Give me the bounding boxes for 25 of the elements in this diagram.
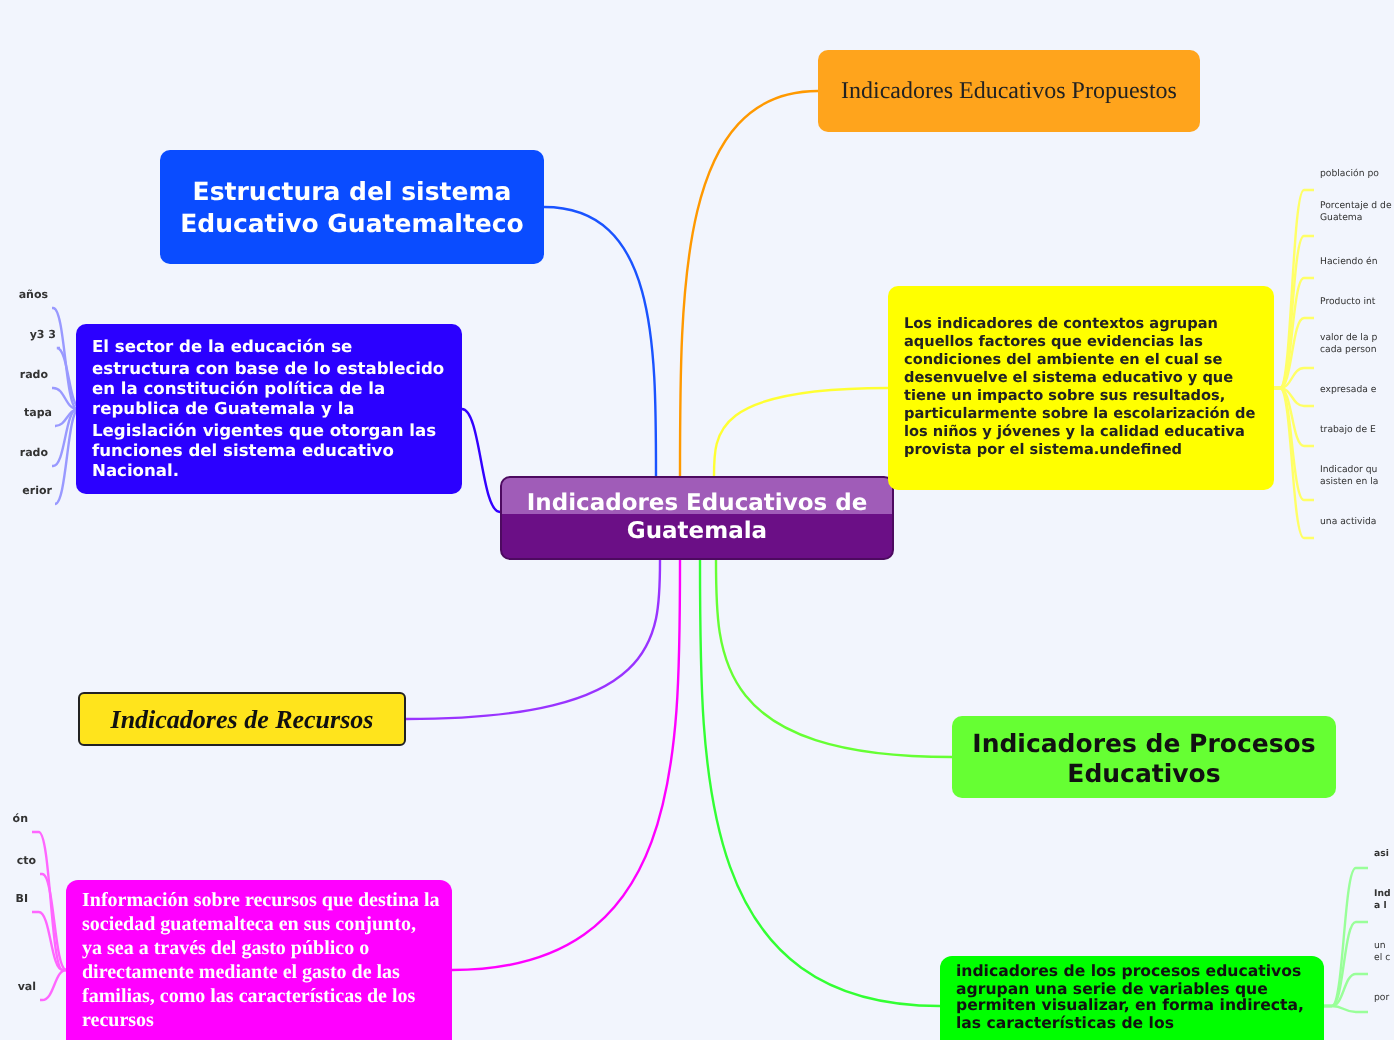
central-topic-box: Indicadores Educativos de Guatemala [500,476,894,560]
branch-connector [51,407,79,468]
branch-connector [678,89,819,476]
branch-connector [712,386,889,476]
branch-connector [39,872,68,972]
branch-connector [53,407,81,506]
topic-box: Indicadores Educativos Propuestos [818,50,1200,132]
topic-box: Indicadores de Procesos Educativos [952,716,1336,798]
branch-connector [405,560,662,721]
branch-connector [51,386,79,411]
branch-connector [451,560,682,972]
branch-connector [543,205,658,476]
topic-box: Indicadores de Recursos [78,692,406,746]
branch-connector [32,910,66,972]
branch-connector [51,306,79,411]
branch-connector [32,830,66,972]
branch-connector [714,560,953,759]
branch-connector [461,407,501,514]
branch-connector [698,560,941,1008]
topic-box: Información sobre recursos que destina la sociedad guatemalteca en sus conjunto, ya sea a través del gasto público o directamente mediante el gasto de las familias, como las características de los recursos [66,880,452,1040]
branch-connector [1274,386,1314,540]
topic-box: El sector de la educación se estructura con base de lo establecido en la constitución política de la republica de Guatemala y la Legislación vigentes que otorgan las funciones del sistema educativo Nacional. [76,324,462,494]
topic-box: Estructura del sistema Educativo Guatemalteco [160,150,544,264]
branch-connector [39,968,68,1002]
branch-connector [1324,1004,1368,1014]
